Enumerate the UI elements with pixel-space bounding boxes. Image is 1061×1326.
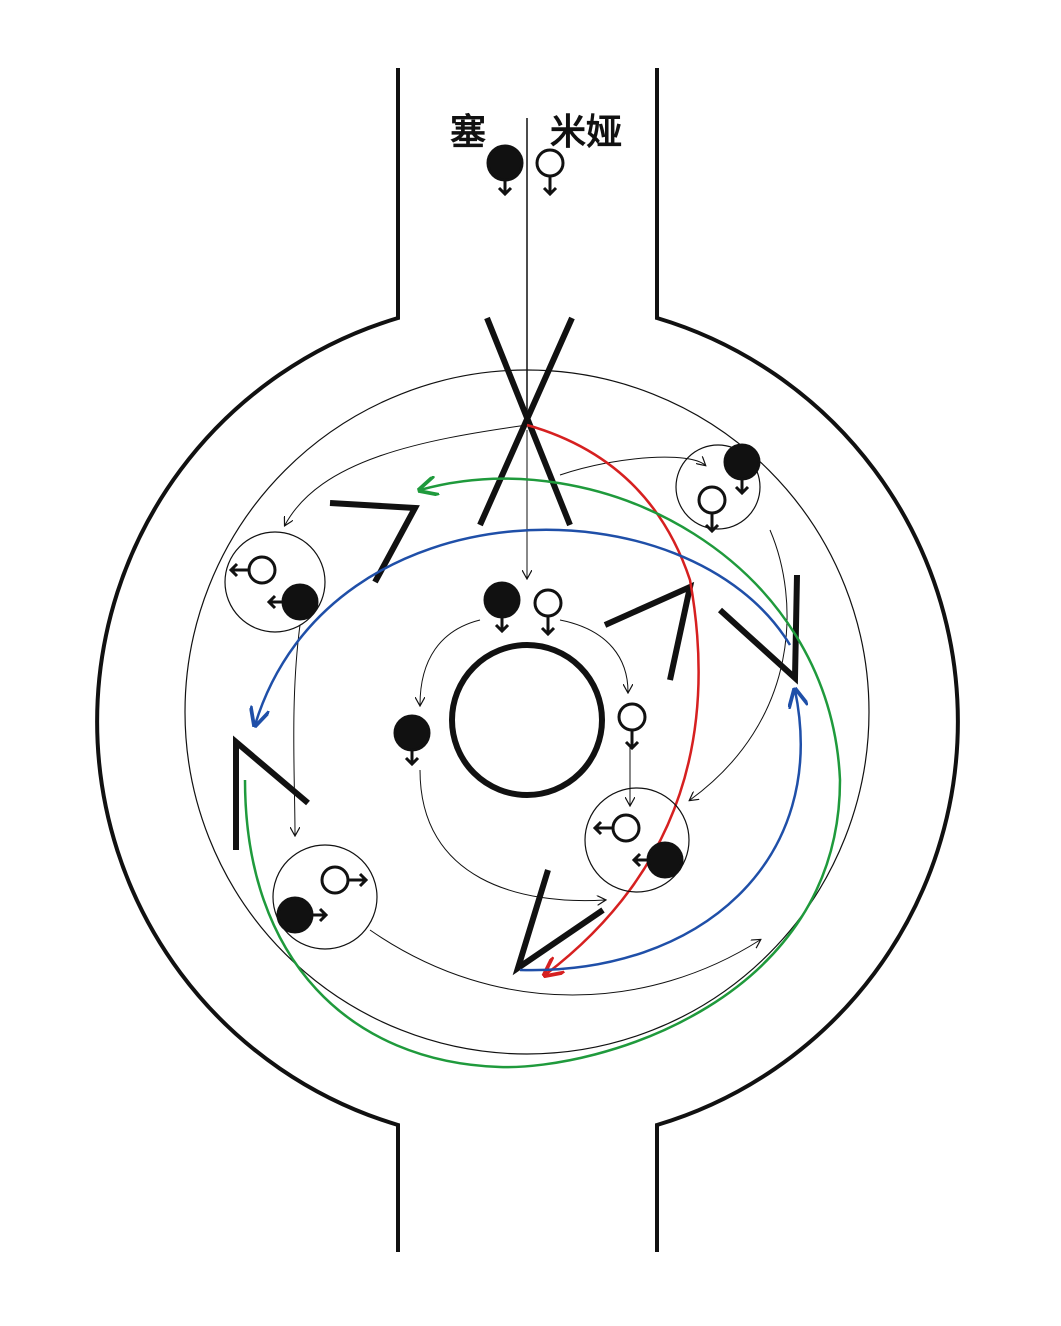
gate-bottom [512, 869, 605, 976]
figures [228, 144, 761, 934]
gate-top [477, 316, 575, 527]
gates [233, 316, 800, 976]
label-sai: 塞 [450, 112, 487, 153]
gate-center-right [603, 581, 695, 681]
person-filled-icon [723, 443, 761, 496]
gate-left [233, 735, 310, 850]
person-filled-icon [486, 144, 524, 197]
outer-wall [95, 68, 960, 1252]
central-hub [449, 642, 605, 798]
person-filled-icon [276, 896, 329, 934]
meeting-circles [224, 444, 761, 950]
red-path [526, 423, 700, 975]
person-outline-icon [320, 865, 369, 895]
green-path [243, 479, 842, 1069]
person-filled-icon [266, 583, 319, 621]
person-filled-icon [393, 714, 431, 767]
person-outline-icon [533, 588, 563, 637]
blue-path-upper [255, 528, 792, 725]
person-outline-icon [535, 148, 565, 197]
gate-upper-left [329, 500, 420, 584]
thin-paths [285, 424, 788, 996]
label-mia: 米娅 [550, 112, 623, 153]
person-outline-icon [228, 555, 277, 585]
person-outline-icon [697, 485, 727, 534]
person-outline-icon [592, 813, 641, 843]
gate-right [717, 574, 800, 685]
blue-path-lower [519, 690, 801, 972]
person-filled-icon [631, 841, 684, 879]
person-outline-icon [617, 702, 647, 751]
person-filled-icon [483, 581, 521, 634]
